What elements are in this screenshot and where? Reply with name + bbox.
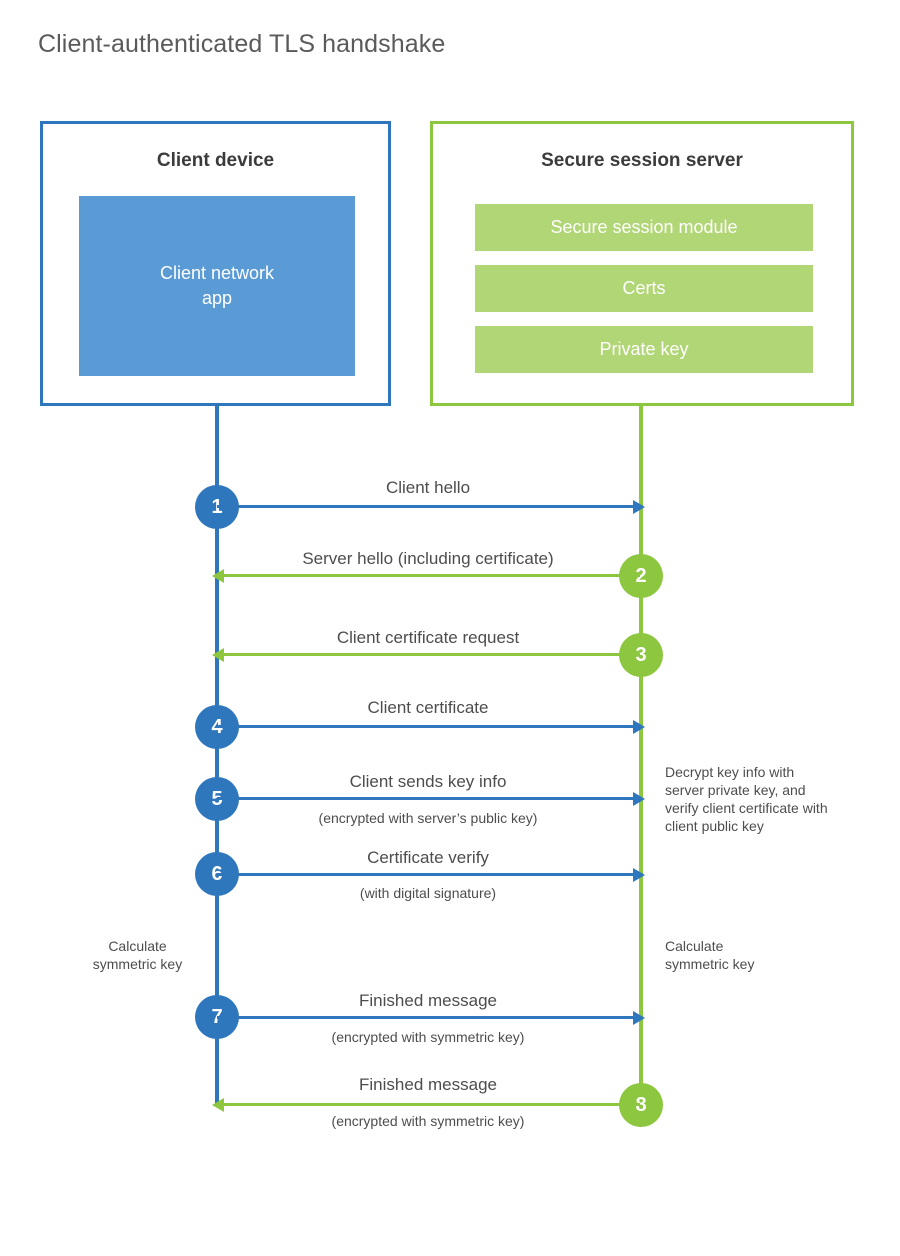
server-block-secure-session-module: Secure session module: [475, 204, 813, 251]
client-device-box: Client device Client network app: [40, 121, 391, 406]
step-sublabel-6: (with digital signature): [359, 885, 497, 901]
step-sublabel-7: (encrypted with symmetric key): [331, 1029, 525, 1045]
client-network-app-block: Client network app: [79, 196, 355, 376]
step-label-3: Client certificate request: [336, 628, 520, 647]
arrowhead-left-icon: [212, 1097, 224, 1112]
arrowhead-right-icon: [633, 719, 645, 734]
step-label-8: Finished message: [359, 1075, 497, 1094]
step-sublabel-8: (encrypted with symmetric key): [331, 1113, 525, 1129]
step-label-4: Client certificate: [367, 698, 489, 717]
step-arrow-7: [217, 1010, 645, 1025]
step-arrow-1: [217, 499, 645, 514]
server-lifeline: [639, 406, 643, 1106]
client-calculate-symmetric-key-note: Calculate symmetric key: [92, 938, 183, 972]
client-app-label-line2: app: [201, 288, 233, 308]
arrowhead-right-icon: [633, 867, 645, 882]
secure-session-server-box: Secure session server Secure session mod…: [430, 121, 854, 406]
client-network-app-label: Client network app: [160, 261, 274, 311]
arrowhead-right-icon: [633, 499, 645, 514]
server-block-certs: Certs: [475, 265, 813, 312]
page-title: Client-authenticated TLS handshake: [38, 30, 446, 58]
step-label-6: Certificate verify: [367, 848, 489, 867]
server-decrypt-note: Decrypt key info with server private key…: [665, 764, 828, 834]
step-label-2: Server hello (including certificate): [302, 549, 554, 568]
client-lifeline: [215, 406, 219, 1106]
arrowhead-right-icon: [633, 1010, 645, 1025]
step-arrow-8: [212, 1097, 640, 1112]
client-app-label-line1: Client network: [159, 263, 275, 283]
step-arrow-3: [212, 647, 640, 662]
arrowhead-left-icon: [212, 647, 224, 662]
arrowhead-left-icon: [212, 568, 224, 583]
server-calculate-symmetric-key-note: Calculate symmetric key: [665, 938, 755, 972]
step-label-1: Client hello: [385, 478, 471, 497]
step-label-5: Client sends key info: [349, 772, 507, 791]
arrowhead-right-icon: [633, 791, 645, 806]
server-title: Secure session server: [541, 150, 743, 171]
step-sublabel-5: (encrypted with server’s public key): [318, 810, 538, 826]
step-label-7: Finished message: [359, 991, 497, 1010]
step-arrow-6: [217, 867, 645, 882]
step-arrow-4: [217, 719, 645, 734]
server-block-private-key: Private key: [475, 326, 813, 373]
step-arrow-5: [217, 791, 645, 806]
step-arrow-2: [212, 568, 640, 583]
client-device-title: Client device: [156, 150, 275, 171]
